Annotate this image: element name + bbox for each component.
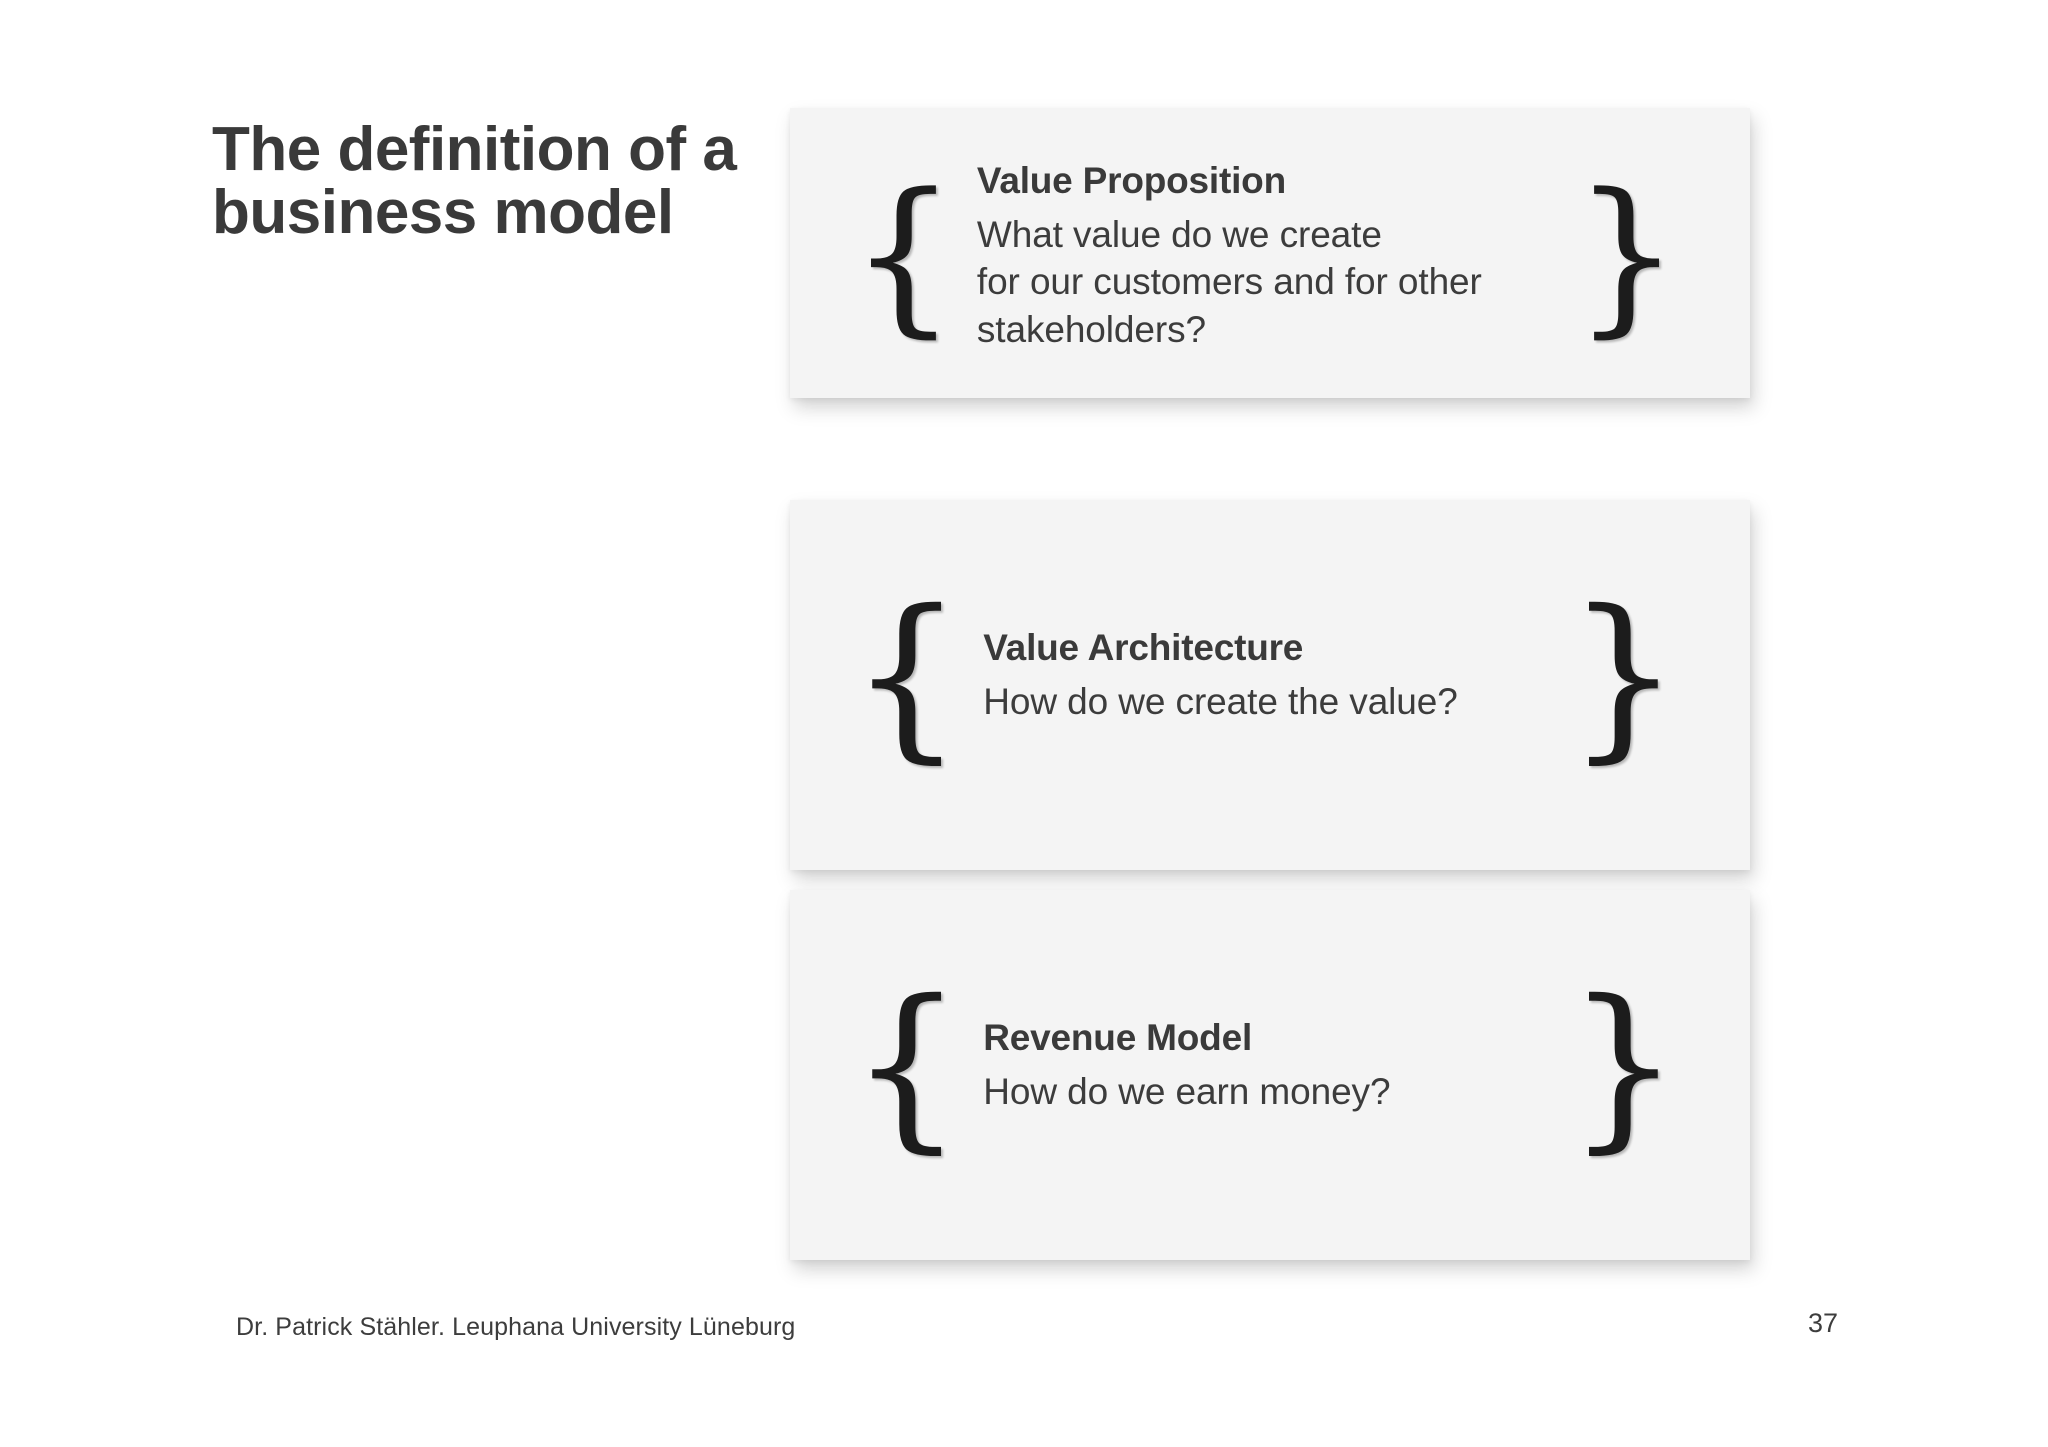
- card-body-text: How do we create the value?: [983, 680, 1458, 722]
- card-body-text: How do we earn money?: [983, 1070, 1391, 1112]
- torn-paper-shape: [790, 500, 1750, 870]
- card-content: { Revenue Model How do we earn money? }: [850, 958, 1680, 1173]
- card-value-architecture: { Value Architecture How do we create th…: [790, 500, 1750, 870]
- curly-brace-close-icon: }: [1573, 157, 1680, 354]
- card-text-block: Value Proposition What value do we creat…: [977, 159, 1553, 353]
- card-heading: Revenue Model: [983, 1016, 1253, 1058]
- curly-brace-close-icon: }: [1566, 571, 1680, 779]
- card-content: { Value Architecture How do we create th…: [850, 568, 1680, 783]
- card-text-block: Value Architecture How do we create the …: [983, 626, 1547, 725]
- curly-brace-open-icon: {: [850, 571, 964, 779]
- curly-brace-open-icon: {: [850, 961, 964, 1169]
- page-number: 37: [1808, 1308, 1839, 1338]
- curly-brace-close-icon: }: [1566, 961, 1680, 1169]
- card-content: { Value Proposition What value do we cre…: [850, 146, 1680, 366]
- card-revenue-model: { Revenue Model How do we earn money? }: [790, 890, 1750, 1260]
- card-text-block: Revenue Model How do we earn money?: [983, 1016, 1547, 1115]
- curly-brace-open-icon: {: [850, 157, 957, 354]
- page-title: The definition of a business model: [212, 115, 737, 248]
- torn-paper-shape: [790, 108, 1750, 398]
- card-heading: Value Proposition: [976, 160, 1286, 202]
- card-heading: Value Architecture: [983, 626, 1304, 668]
- card-value-proposition: { Value Proposition What value do we cre…: [790, 108, 1750, 398]
- footer-credit: Dr. Patrick Stähler. Leuphana University…: [236, 1313, 796, 1341]
- torn-paper-shape: [790, 890, 1750, 1260]
- card-body-text: What value do we create for our customer…: [976, 213, 1482, 350]
